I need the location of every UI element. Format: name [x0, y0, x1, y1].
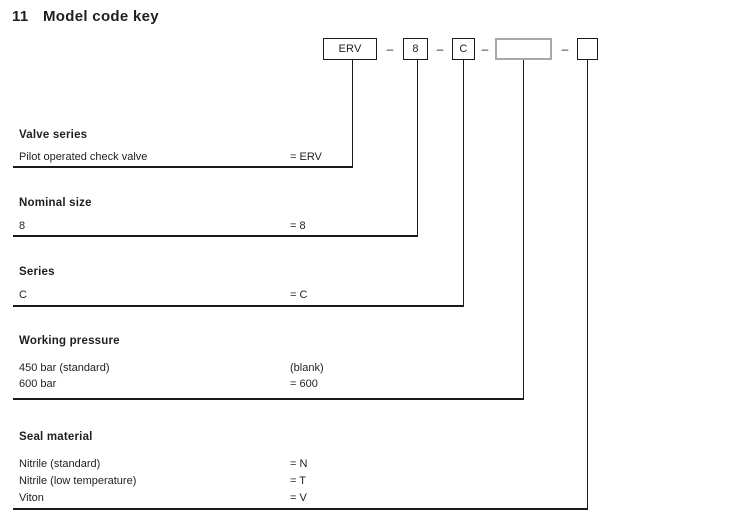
option-row: Nitrile (low temperature) = T [0, 475, 660, 490]
option-label: 600 bar [19, 378, 57, 390]
option-label: 450 bar (standard) [19, 362, 110, 374]
section-heading-nominal-size: Nominal size [19, 197, 92, 209]
code-box-seal-material-blank [577, 38, 598, 60]
connector-seal-material [587, 60, 588, 510]
connector-nominal-size [417, 60, 418, 237]
section-heading-valve-series: Valve series [19, 129, 88, 141]
section-rule-nominal-size [13, 235, 418, 237]
option-value: = N [290, 458, 308, 470]
option-label: 8 [19, 220, 26, 232]
option-label: Pilot operated check valve [19, 151, 148, 163]
option-value: = V [290, 492, 307, 504]
option-row: C = C [0, 289, 660, 304]
page-title: 11 Model code key [12, 8, 159, 25]
section-heading-working-pressure: Working pressure [19, 335, 120, 347]
section-number: 11 [12, 8, 29, 25]
option-label: Nitrile (low temperature) [19, 475, 137, 487]
code-separator-dash: – [561, 42, 569, 56]
code-box-working-pressure-blank [495, 38, 552, 60]
option-value: (blank) [290, 362, 324, 374]
section-heading-seal-material: Seal material [19, 431, 93, 443]
connector-valve-series [352, 60, 353, 168]
option-label: Nitrile (standard) [19, 458, 101, 470]
option-row: 600 bar = 600 [0, 378, 660, 393]
section-rule-series [13, 305, 464, 307]
option-label: Viton [19, 492, 44, 504]
option-value: = 8 [290, 220, 306, 232]
option-row: 8 = 8 [0, 220, 660, 235]
option-value: = ERV [290, 151, 322, 163]
code-separator-dash: – [481, 42, 489, 56]
section-heading-series: Series [19, 266, 55, 278]
code-box-series-label: C [459, 43, 468, 55]
code-box-nominal-size-label: 8 [412, 43, 419, 55]
option-value: = 600 [290, 378, 318, 390]
code-box-valve-series: ERV [323, 38, 377, 60]
section-rule-seal-material [13, 508, 588, 510]
code-box-valve-series-label: ERV [338, 43, 362, 55]
option-row: Viton = V [0, 492, 660, 507]
option-row: Pilot operated check valve = ERV [0, 151, 660, 166]
section-rule-working-pressure [13, 398, 524, 400]
connector-series [463, 60, 464, 307]
code-separator-dash: – [386, 42, 394, 56]
option-row: Nitrile (standard) = N [0, 458, 660, 473]
code-box-nominal-size: 8 [403, 38, 428, 60]
page-title-text: Model code key [43, 8, 159, 25]
option-value: = T [290, 475, 307, 487]
option-value: = C [290, 289, 308, 301]
code-separator-dash: – [436, 42, 444, 56]
section-rule-valve-series [13, 166, 353, 168]
option-label: C [19, 289, 27, 301]
connector-working-pressure [523, 60, 524, 400]
option-row: 450 bar (standard) (blank) [0, 362, 660, 377]
code-box-series: C [452, 38, 475, 60]
